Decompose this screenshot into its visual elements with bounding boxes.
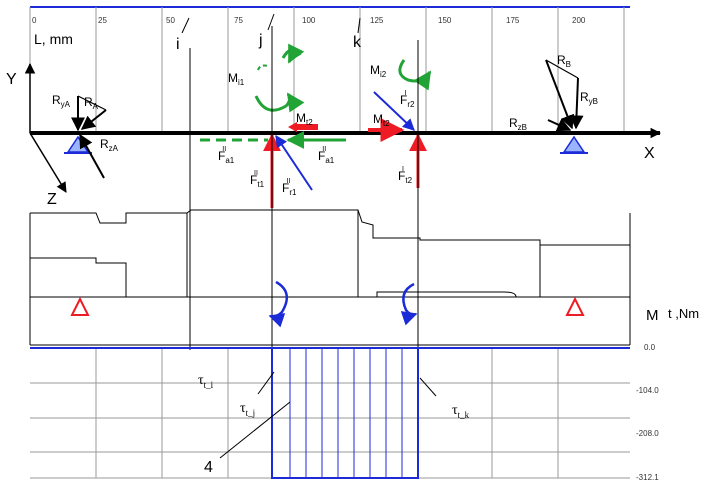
reactions-a xyxy=(71,95,107,179)
ruler: 0 25 50 75 100 125 150 175 200 L, mm xyxy=(29,6,630,132)
mt2b-label: Mt2 xyxy=(373,112,390,128)
z-axis-label: Z xyxy=(47,191,57,208)
x-axis-label: X xyxy=(644,145,655,162)
tau-leaders xyxy=(219,371,437,459)
tau-i-label: τt_i xyxy=(198,373,214,390)
ruler-tick-label: 0 xyxy=(32,16,37,25)
rzb-label: RzB xyxy=(509,116,527,132)
ruler-tick-label: 100 xyxy=(302,16,316,25)
axes xyxy=(24,62,662,193)
gear-j-forces xyxy=(200,43,346,208)
ruler-tick-label: 25 xyxy=(98,16,107,25)
mi1-label: Mi1 xyxy=(228,71,245,87)
fr2-label: Fr2I xyxy=(400,90,415,109)
ft2-label: Ft2I xyxy=(398,166,413,185)
tau-j-label: τt_j xyxy=(240,401,255,418)
ruler-tick-label: 50 xyxy=(166,16,175,25)
mt2a-label: Mt2 xyxy=(296,111,313,127)
section-i-label: i xyxy=(176,36,180,53)
torque-plot xyxy=(30,347,630,479)
shaft-outline xyxy=(29,209,631,346)
ra-label: RA xyxy=(84,95,99,111)
section-lines xyxy=(189,26,419,478)
mi2-label: Mi2 xyxy=(370,63,387,79)
section-k-label: k xyxy=(353,34,362,51)
support-b-red-marker xyxy=(565,296,585,316)
fr1-label: Fr1II xyxy=(282,178,297,197)
ruler-tick-label: 175 xyxy=(506,16,520,25)
rza-label: RzA xyxy=(100,137,119,153)
section-j-label: j xyxy=(258,32,263,49)
fa1-left-label: Fa1II xyxy=(218,146,235,165)
ruler-tick-label: 125 xyxy=(370,16,384,25)
torque-value-label: 0.0 xyxy=(644,343,656,352)
ruler-tick-label: 200 xyxy=(572,16,586,25)
ft1-label: Ft1II xyxy=(250,170,265,189)
support-a-red-marker xyxy=(70,296,90,316)
ruler-tick-label: 75 xyxy=(234,16,243,25)
support-b xyxy=(560,135,588,154)
torque-axis-label-m: M xyxy=(646,307,659,324)
torque-arrow-k xyxy=(400,282,418,326)
fa1-right-label: Fa1II xyxy=(318,146,335,165)
section-leaders xyxy=(181,13,361,34)
ryb-label: RyB xyxy=(580,90,598,106)
torque-value-label: -104.0 xyxy=(636,386,659,395)
torque-axis-label-unit: t ,Nm xyxy=(668,306,699,321)
y-axis-label: Y xyxy=(6,71,17,88)
reactions-b xyxy=(545,59,584,132)
tau-k-label: τt_k xyxy=(452,403,470,420)
torque-value-label: -312.1 xyxy=(636,473,659,482)
marker-label: 4 xyxy=(204,459,213,476)
ruler-unit-label: L, mm xyxy=(34,31,73,47)
rb-label: RB xyxy=(557,53,571,69)
torque-arrow-j xyxy=(268,280,289,328)
rya-label: RyA xyxy=(52,93,71,109)
ruler-tick-label: 150 xyxy=(438,16,452,25)
torque-value-label: -208.0 xyxy=(636,429,659,438)
